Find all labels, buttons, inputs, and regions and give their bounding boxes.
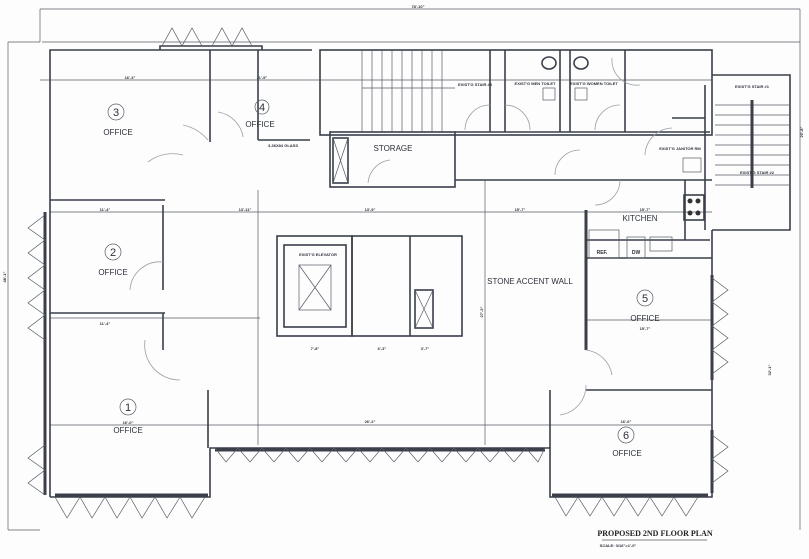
door-swings — [129, 57, 673, 416]
dim-right-upper: 20'-8" — [799, 126, 804, 137]
scale-note: SCALE: 3/16"=1'-0" — [600, 543, 637, 548]
dim-office2: 11'-4" — [100, 207, 111, 212]
office-5-label: OFFICE — [630, 314, 659, 323]
dw-label: DW — [632, 250, 641, 256]
office-4-label: OFFICE — [245, 120, 274, 129]
office-3-label: OFFICE — [103, 128, 132, 137]
office-6-number: 6 — [623, 430, 629, 442]
stair-treads — [361, 50, 790, 188]
dim-office1: 16'-0" — [123, 420, 134, 425]
storage-label: STORAGE — [374, 144, 413, 153]
dim-elev-1: 7'-8" — [311, 346, 320, 351]
exterior-walls — [43, 45, 791, 498]
room-markers — [104, 99, 654, 444]
dim-office3: 16'-3" — [125, 75, 136, 80]
interior-walls — [50, 50, 712, 448]
mop-sink-icon — [682, 157, 702, 173]
dimension-lines — [7, 8, 801, 531]
ref-label: REF. — [597, 250, 608, 256]
office-6-label: OFFICE — [612, 449, 641, 458]
dim-office4: 11'-9" — [257, 75, 268, 80]
folding-doors — [27, 27, 729, 519]
dim-elev-3: 3'-7" — [421, 346, 430, 351]
room-number-marker — [119, 398, 137, 416]
dim-office6: 16'-6" — [621, 419, 632, 424]
room-number-marker — [104, 243, 122, 261]
kitchen-fixtures — [541, 56, 705, 259]
dim-kitchen-side: 15'-7" — [515, 207, 526, 212]
room-number-marker — [636, 289, 654, 307]
sink-icon — [649, 236, 673, 252]
office-2-number: 2 — [110, 247, 116, 259]
stair-2-label: EXIST'G STAIR #2 — [740, 170, 775, 175]
men-toilet-label: EXIST'G MEN TOILET — [515, 81, 556, 86]
office-1-number: 1 — [125, 402, 131, 414]
kitchen-label: KITCHEN — [622, 214, 657, 223]
dim-right-lower: 32'-1" — [767, 364, 772, 375]
sink-icon — [574, 87, 588, 101]
dim-office5: 15'-7" — [640, 326, 651, 331]
dim-corridor: 13'-11" — [239, 207, 252, 212]
toilet-icon — [541, 56, 557, 70]
stair-3-label: EXIST'G STAIR #3 — [458, 82, 493, 87]
plan-title: PROPOSED 2ND FLOOR PLAN — [597, 529, 713, 538]
office-3-number: 3 — [113, 107, 119, 119]
dim-kitchen: 15'-7" — [640, 207, 651, 212]
refrigerator-icon — [588, 229, 620, 259]
room-number-marker — [617, 426, 635, 444]
stair-1-label: EXIST'G STAIR #1 — [735, 84, 770, 89]
office-4-number: 4 — [259, 102, 265, 114]
dim-lobby: 13'-9" — [365, 207, 376, 212]
toilet-icon — [573, 56, 589, 70]
dim-office2-lower: 11'-4" — [100, 321, 111, 326]
elevator-core — [276, 137, 463, 337]
dim-elev-2: 6'-3" — [378, 346, 387, 351]
dishwasher-icon — [626, 236, 646, 259]
dim-bottom: 26'-2" — [365, 419, 376, 424]
stone-accent-wall-label: STONE ACCENT WALL — [487, 277, 573, 286]
office-5-number: 5 — [642, 293, 648, 305]
elevator-label: EXIST'G ELEVATOR — [299, 252, 337, 257]
glass-note: 3-36X84 GLASS — [268, 143, 298, 148]
stove-icon — [683, 194, 705, 221]
sink-icon — [542, 87, 556, 101]
office-1-label: OFFICE — [113, 426, 142, 435]
dim-overall-width: 78'-10" — [411, 4, 424, 9]
dim-stone-wall: 27'-3" — [479, 306, 484, 317]
janitor-room-label: EXIST'G JANITOR RM — [659, 146, 701, 151]
women-toilet-label: EXIST'G WOMEN TOILET — [570, 81, 618, 86]
room-number-marker — [254, 99, 270, 115]
office-2-label: OFFICE — [98, 268, 127, 277]
dim-overall-depth: 48'-1" — [2, 271, 7, 282]
room-number-marker — [107, 103, 125, 121]
